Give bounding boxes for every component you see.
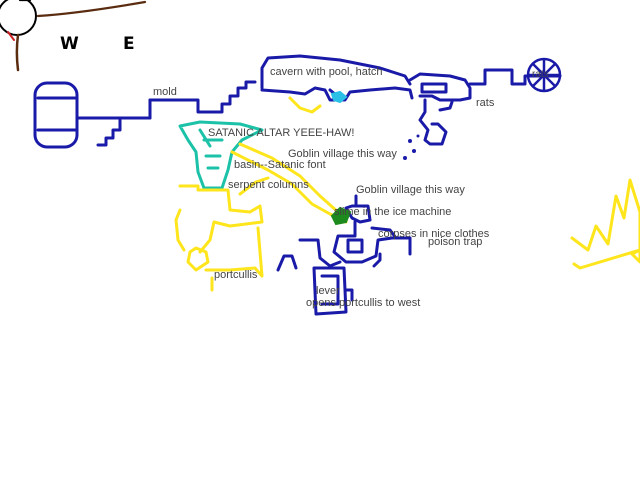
corridor-steps-a — [96, 118, 122, 147]
slime-splotch — [330, 206, 352, 226]
lever-inner — [320, 274, 340, 306]
label-mold: mold — [153, 86, 177, 98]
ice-link — [332, 220, 412, 264]
compass-sketch — [0, 0, 147, 72]
flame-sketch — [570, 178, 640, 270]
wheel-sketch — [526, 57, 562, 93]
compass-east: E — [123, 34, 135, 54]
rats-corridor — [468, 68, 562, 86]
west-room-outline — [33, 81, 79, 149]
ice-machine-room — [344, 204, 372, 224]
blue-dots — [403, 134, 420, 160]
yellow-halls — [174, 96, 348, 292]
label-cavern: cavern with pool, hatch — [270, 66, 383, 78]
altar-inner-4 — [198, 128, 212, 148]
wheel-spoke-4 — [532, 63, 556, 87]
compass-west: W — [60, 34, 79, 54]
cavern-wall — [260, 54, 412, 90]
ice-inner — [346, 238, 364, 254]
west-room — [33, 81, 79, 149]
lever-room — [312, 266, 348, 316]
label-serpent: serpent columns — [228, 179, 309, 191]
label-portcullis: portcullis — [214, 269, 258, 281]
corridor-west — [75, 98, 217, 120]
altar-chamber — [178, 120, 264, 190]
portcullis-room — [186, 246, 210, 272]
altar-outline — [178, 120, 264, 190]
label-wheel-scrawl: rats — [532, 69, 549, 80]
compass-stroke-down — [15, 33, 20, 72]
yellow-diag-2 — [238, 142, 340, 214]
label-slime: slime in the ice machine — [334, 206, 452, 218]
west-wing — [298, 238, 342, 268]
southeast-rooms — [276, 194, 412, 316]
yellow-fork — [238, 176, 270, 196]
west-yellow — [174, 208, 186, 252]
label-basin: basin--Satanic font — [234, 159, 326, 171]
label-goblin-1: Goblin village this way — [288, 148, 397, 160]
rats-room-inner — [420, 82, 448, 94]
label-rats: rats — [476, 97, 495, 109]
east-stub — [372, 252, 382, 268]
hatch-drop — [418, 98, 448, 146]
hatch-link — [438, 100, 454, 112]
serpent-hall — [178, 184, 264, 254]
label-goblin-2: Goblin village this way — [356, 184, 465, 196]
compass-red-tick — [7, 31, 15, 41]
label-lever: lever — [316, 285, 340, 297]
label-poison: poison trap — [428, 236, 483, 248]
cavern-pool — [330, 90, 348, 104]
rats-room — [408, 72, 472, 102]
label-lever-note: opens portcullis to west — [306, 297, 421, 309]
corpse-room — [370, 226, 398, 240]
lever-stub — [344, 288, 354, 302]
portcullis-corridor — [204, 226, 264, 278]
yellow-ne — [288, 96, 322, 114]
compass-circle — [0, 0, 37, 36]
west-arch — [276, 254, 298, 272]
label-corpses: corpses in nice clothes — [378, 228, 490, 240]
corridor-steps-b — [213, 80, 257, 114]
compass-stroke-right — [36, 0, 147, 18]
label-altar: SATANIC ALTAR YEEE-HAW! — [208, 127, 355, 139]
